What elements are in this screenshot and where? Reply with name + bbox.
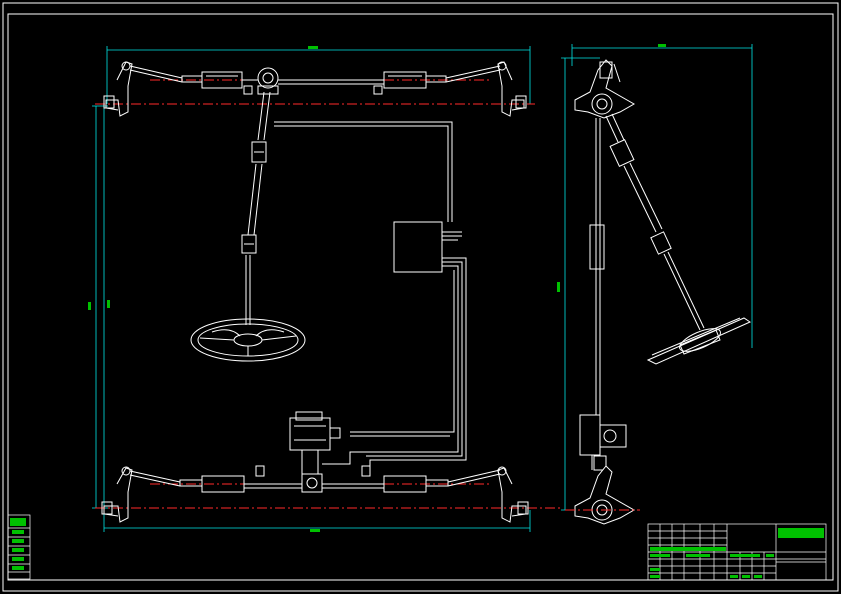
side-view-dimensions: [557, 44, 753, 511]
controller-box: [393, 221, 443, 273]
title-block: [647, 523, 827, 581]
inner-border: [7, 13, 834, 581]
steering-column-front: [190, 91, 306, 362]
rear-steering-linkage: [95, 465, 560, 523]
front-steering-linkage: [95, 61, 535, 117]
revision-stamp: [7, 514, 31, 580]
front-view-dimensions: [88, 46, 531, 532]
control-wiring: [274, 121, 467, 475]
assist-motor: [289, 417, 331, 451]
side-view: [565, 59, 752, 525]
